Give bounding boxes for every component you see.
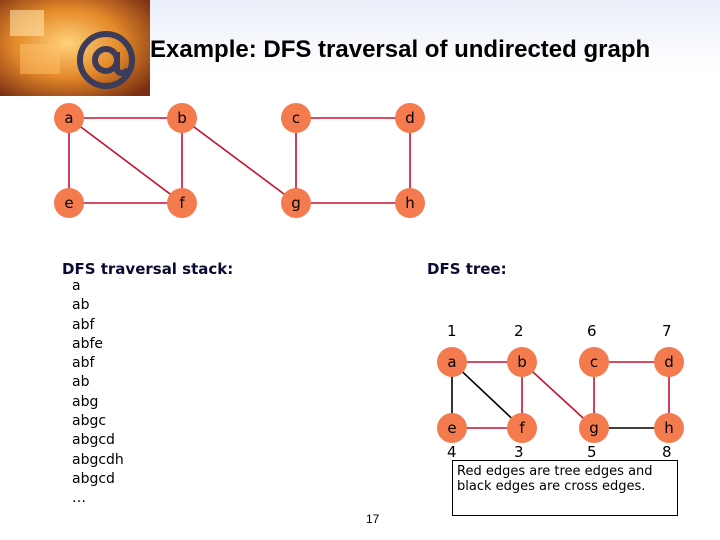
tree-vertex-d xyxy=(654,347,684,377)
stack-heading: DFS traversal stack: xyxy=(62,260,234,278)
tree-vertex-a xyxy=(437,347,467,377)
graph-edge-bg xyxy=(181,117,297,204)
tree-vertex-h-label: h xyxy=(664,419,674,437)
tree-vertex-a-label: a xyxy=(447,353,456,371)
tree-vertex-f-label: f xyxy=(519,419,525,437)
tree-heading: DFS tree: xyxy=(427,260,507,278)
tree-vertex-g-label: g xyxy=(589,419,599,437)
page-number: 17 xyxy=(366,512,380,526)
slide-title: Example: DFS traversal of undirected gra… xyxy=(150,36,651,63)
stack-entry: abgcd xyxy=(72,432,115,449)
stack-entry: abgcdh xyxy=(72,451,124,468)
tree-vertex-e xyxy=(437,413,467,443)
order-number-e: 4 xyxy=(447,443,457,461)
stack-entry: abfe xyxy=(72,335,104,352)
graph-vertex-a xyxy=(54,103,84,133)
graph-vertex-a-label: a xyxy=(64,109,73,127)
stack-entry: abf xyxy=(72,355,95,372)
graph-vertex-g xyxy=(281,188,311,218)
tree-edge-bg xyxy=(521,361,595,429)
stack-entry: a xyxy=(72,278,81,294)
stack-entry: abgc xyxy=(72,413,107,430)
edge-legend-note: Red edges are tree edges and black edges… xyxy=(452,460,678,516)
graph-vertex-b-label: b xyxy=(177,109,187,127)
email-at-symbol-icon xyxy=(0,0,150,96)
graph-vertex-e xyxy=(54,188,84,218)
graph-vertex-f xyxy=(167,188,197,218)
graph-vertex-g-label: g xyxy=(291,194,301,212)
graph-vertex-d-label: d xyxy=(405,109,415,127)
graph-vertex-c-label: c xyxy=(292,109,300,127)
graph-vertex-d xyxy=(395,103,425,133)
graph-edge-af xyxy=(68,117,183,204)
stack-entry: ab xyxy=(72,297,90,314)
order-number-d: 7 xyxy=(662,322,672,340)
graph-vertex-h xyxy=(395,188,425,218)
graph-vertex-c xyxy=(281,103,311,133)
tree-vertex-d-label: d xyxy=(664,353,674,371)
tree-vertex-b xyxy=(507,347,537,377)
stack-entry: abgcd xyxy=(72,470,115,487)
tree-vertex-f xyxy=(507,413,537,443)
graph-vertex-h-label: h xyxy=(405,194,415,212)
stack-entry: … xyxy=(72,490,86,507)
stack-entry: ab xyxy=(72,374,90,391)
stack-entry: abg xyxy=(72,393,99,410)
cross-edge-af xyxy=(451,361,523,429)
order-number-h: 8 xyxy=(662,443,672,461)
tree-vertex-c-label: c xyxy=(590,353,598,371)
graph-vertex-e-label: e xyxy=(64,194,73,212)
order-number-g: 5 xyxy=(587,443,597,461)
order-number-b: 2 xyxy=(514,322,524,340)
tree-vertex-b-label: b xyxy=(517,353,527,371)
tree-vertex-c xyxy=(579,347,609,377)
graph-vertex-b xyxy=(167,103,197,133)
tree-vertex-e-label: e xyxy=(447,419,456,437)
graph-vertex-f-label: f xyxy=(179,194,185,212)
stack-list: a ab abf abfe abf ab abg abgc abgcd abgcdh abgcd … xyxy=(72,277,124,509)
tree-vertex-g xyxy=(579,413,609,443)
tree-vertex-h xyxy=(654,413,684,443)
order-number-f: 3 xyxy=(514,443,524,461)
stack-entry: abf xyxy=(72,316,95,333)
header-banner: Example: DFS traversal of undirected gra… xyxy=(0,0,720,100)
order-number-a: 1 xyxy=(447,322,457,340)
order-number-c: 6 xyxy=(587,322,597,340)
